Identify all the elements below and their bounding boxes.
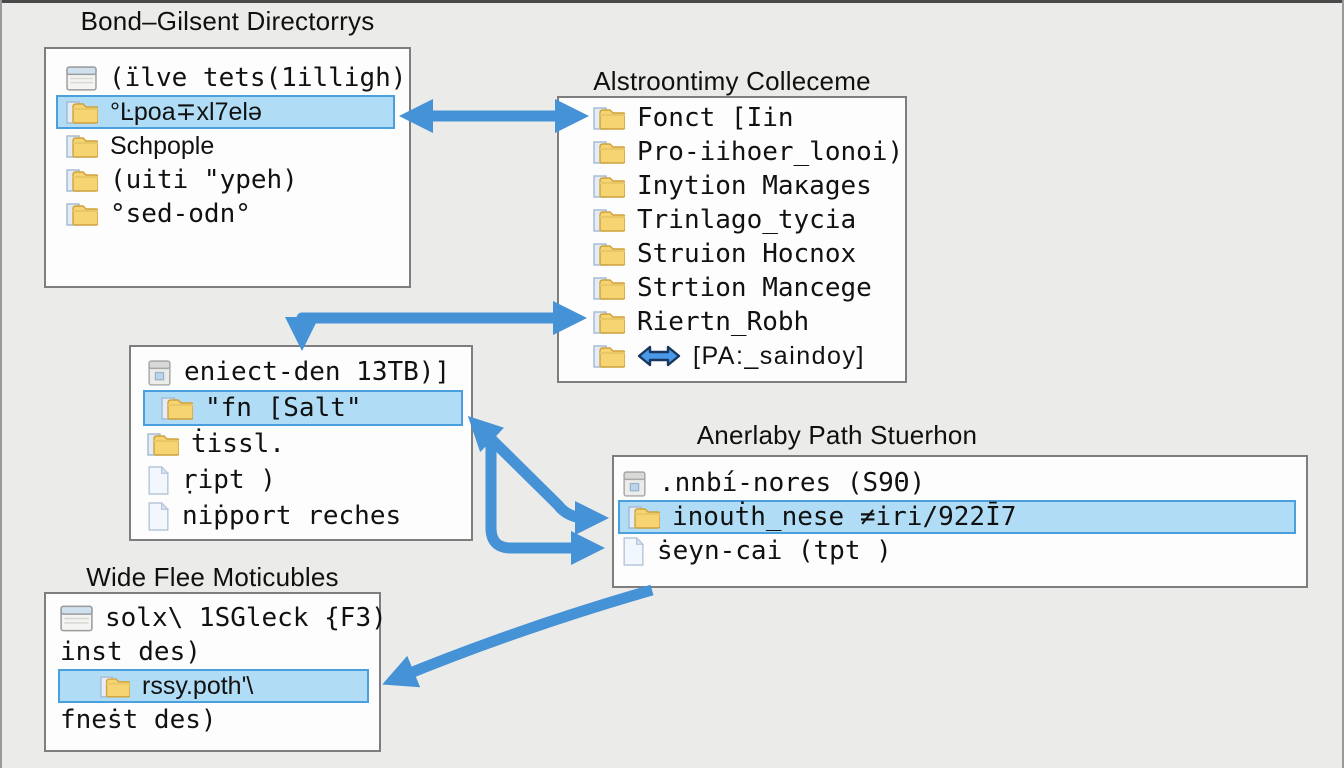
list-item-label: inouṫh_nese ≠iri/922Ī7 — [672, 502, 1017, 532]
folder-icon — [66, 99, 98, 125]
panel-eniect-list: eniect-den 13TB)] "fn [Salt" ṫissl. ṛipt… — [129, 345, 473, 541]
list-item[interactable]: ṫissl. — [131, 426, 471, 462]
folder-icon — [593, 343, 625, 369]
folder-icon — [66, 133, 98, 159]
list-item-label: Riertn_Robh — [637, 307, 810, 337]
list-item[interactable]: (ïlve tets(1illigh) — [46, 61, 409, 95]
folder-icon — [593, 207, 625, 233]
list-item-label: (ïlve tets(1illigh) — [109, 63, 407, 93]
connector-anerlaby-to-rssy — [382, 584, 654, 688]
list-item[interactable]: Pro-iihoer_lonoi) — [559, 135, 905, 169]
list-item-label: fneṡt des) — [60, 705, 217, 735]
folder-icon — [66, 167, 98, 193]
list-item[interactable]: inst des) — [46, 635, 379, 669]
folder-icon — [593, 309, 625, 335]
shortcut-arrow-icon — [637, 343, 681, 369]
list-item-label: (uiti "ypeh) — [110, 165, 298, 195]
frame-border-right — [1342, 0, 1344, 768]
frame-border-left — [0, 0, 2, 768]
file-icon — [622, 537, 645, 566]
list-item-selected[interactable]: "fn [Salt" — [143, 390, 463, 426]
connector-eniect-to-riertn — [284, 300, 588, 352]
folder-icon — [161, 395, 193, 421]
list-item[interactable]: eniect-den 13TB)] — [131, 354, 471, 390]
list-item[interactable]: Struion Hocnox — [559, 237, 905, 271]
folder-icon — [593, 241, 625, 267]
panel-title-anerlaby: Anerlaby Path Stuerhon — [696, 420, 978, 450]
list-item[interactable]: Trinlago_tycia — [559, 203, 905, 237]
list-item-selected[interactable]: °Ŀpoa∓xl7elə — [56, 95, 395, 129]
list-item-label: eniect-den 13TB)] — [184, 357, 451, 387]
folder-icon — [593, 105, 625, 131]
list-item[interactable]: Inytion Maĸages — [559, 169, 905, 203]
list-item-selected[interactable]: inouṫh_nese ≠iri/922Ī7 — [618, 500, 1296, 534]
list-item-label: .nnbí-nores (S9Θ) — [659, 468, 926, 498]
list-item-label: Fonct [Iin — [637, 103, 794, 133]
folder-icon — [593, 173, 625, 199]
folder-icon — [66, 201, 98, 227]
list-item-label: ṡeyn-cai (tpt ) — [657, 536, 892, 566]
list-item-selected[interactable]: rssy.poth'\ — [58, 669, 369, 703]
file-icon — [147, 466, 170, 495]
panel-title-wide: Wide Flee Moticubles — [86, 562, 339, 592]
folder-icon — [147, 431, 179, 457]
panel-title-alstro: Alstroontimy Colleceme — [593, 66, 871, 96]
list-item-label: Strtion Mancege — [637, 273, 872, 303]
list-item[interactable]: ṛipt ) — [131, 462, 471, 498]
connector-salt-to-inouth — [467, 416, 610, 536]
archive-icon — [622, 469, 647, 498]
list-item[interactable]: [PA:_saindoy] — [559, 339, 905, 373]
list-item[interactable]: °sed-odn° — [46, 197, 409, 231]
list-item-label: rssy.poth'\ — [142, 671, 254, 700]
list-item-label: Inytion Maĸages — [637, 171, 872, 201]
list-item[interactable]: Riertn_Robh — [559, 305, 905, 339]
list-item[interactable]: Schpople — [46, 129, 409, 163]
folder-icon — [628, 504, 660, 530]
list-item[interactable]: ṡeyn-cai (tpt ) — [614, 534, 1306, 568]
folder-icon — [593, 275, 625, 301]
list-item-label: Trinlago_tycia — [637, 205, 857, 235]
list-item-label: ṛipt ) — [182, 465, 276, 495]
list-item-label: Schpople — [110, 131, 215, 160]
file-icon — [147, 502, 170, 531]
list-item-label: [PA:_saindoy] — [693, 341, 865, 370]
connector-salt-to-seyncai — [485, 436, 606, 566]
list-item-label: °sed-odn° — [110, 199, 251, 229]
panel-wide-flee: solx\ 1SGleck {F3) inst des) rssy.poth'\… — [44, 592, 387, 752]
window-icon — [60, 604, 93, 633]
panel-anerlaby-path: .nnbí-nores (S9Θ) inouṫh_nese ≠iri/922Ī7… — [612, 455, 1308, 588]
list-item-label: "fn [Salt" — [205, 393, 362, 423]
list-item[interactable]: Fonct [Iin — [559, 101, 905, 135]
list-item-label: niṗport reches — [182, 501, 402, 531]
list-item-label: Pro-iihoer_lonoi) — [637, 137, 904, 167]
list-item[interactable]: solx\ 1SGleck {F3) — [46, 601, 387, 635]
folder-icon — [593, 139, 625, 165]
frame-border-top — [0, 0, 1344, 3]
list-item-label: solx\ 1SGleck {F3) — [105, 603, 387, 633]
list-item-label: °Ŀpoa∓xl7elə — [110, 98, 262, 126]
list-item-label: inst des) — [60, 637, 201, 667]
list-item[interactable]: (uiti "ypeh) — [46, 163, 409, 197]
archive-icon — [147, 358, 172, 387]
folder-icon — [100, 674, 130, 699]
panel-title-bond: Bond–Gilsent Directorrys — [80, 6, 375, 36]
list-item-label: ṫissl. — [191, 429, 285, 459]
list-item[interactable]: Strtion Mancege — [559, 271, 905, 305]
list-item[interactable]: fneṡt des) — [46, 703, 379, 737]
list-item[interactable]: niṗport reches — [131, 498, 471, 534]
window-icon — [66, 65, 97, 92]
list-item-label: Struion Hocnox — [637, 239, 857, 269]
list-item[interactable]: .nnbí-nores (S9Θ) — [614, 466, 1306, 500]
panel-alstroontimy-collection: Fonct [Iin Pro-iihoer_lonoi) Inytion Maĸ… — [557, 96, 907, 383]
panel-bond-directories: (ïlve tets(1illigh) °Ŀpoa∓xl7elə Schpopl… — [44, 47, 411, 288]
